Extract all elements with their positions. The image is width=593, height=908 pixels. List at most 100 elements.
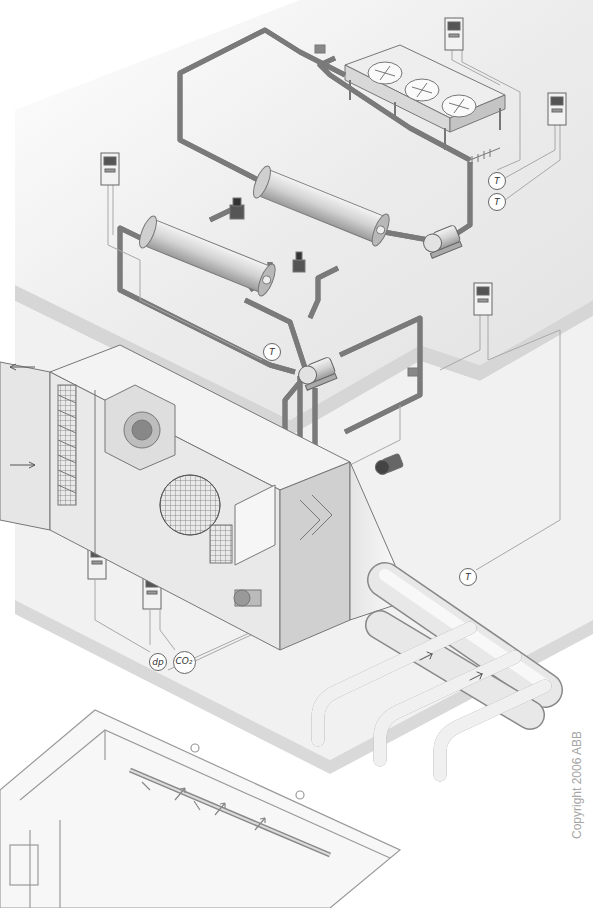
sensor-circle — [460, 569, 477, 586]
sensor-symbol: T — [494, 198, 500, 207]
pump — [373, 453, 403, 476]
sensor-circle — [150, 654, 167, 671]
pump — [421, 225, 463, 260]
lower-room — [104, 730, 105, 760]
lower-room — [142, 782, 265, 830]
heat-exchanger — [143, 219, 274, 294]
pressure-sensor: dp — [149, 653, 167, 671]
sensor-circle — [489, 173, 506, 190]
air-handling-unit — [234, 590, 250, 606]
air-handling-unit — [95, 390, 96, 555]
air-handling-unit — [235, 590, 261, 606]
air-handling-unit — [10, 364, 35, 468]
pump — [296, 225, 463, 477]
valve — [296, 252, 302, 260]
air-handling-unit — [132, 420, 152, 440]
heat-exchanger — [136, 214, 279, 298]
heat-exchanger — [375, 225, 385, 235]
heat-exchanger — [250, 164, 393, 248]
drive — [474, 283, 492, 315]
valve — [408, 368, 418, 376]
valve — [293, 260, 305, 272]
lower-room — [0, 710, 400, 908]
drive — [104, 157, 116, 165]
pump — [296, 357, 338, 392]
lower-room — [130, 770, 330, 855]
sensor-symbol: dp — [152, 658, 163, 667]
heat-exchanger — [136, 214, 160, 250]
drive — [445, 18, 463, 50]
valve — [315, 45, 325, 53]
air-handling-unit — [210, 525, 232, 563]
sensor-symbol: T — [494, 177, 500, 186]
drive — [477, 287, 489, 295]
air-handling-unit — [0, 345, 395, 650]
air-handling-unit — [280, 462, 350, 650]
valve — [230, 205, 244, 219]
lower-room — [191, 744, 199, 752]
duct — [318, 575, 545, 775]
air-handling-unit — [124, 412, 160, 448]
drive — [548, 93, 566, 125]
valve — [233, 198, 241, 206]
air-handling-unit — [58, 385, 76, 505]
sensor-symbol: CO₂ — [176, 657, 193, 666]
drive — [449, 34, 459, 37]
duct — [318, 628, 545, 775]
drive — [101, 153, 119, 185]
lower-room — [59, 820, 60, 908]
condenser — [375, 66, 469, 113]
valve — [230, 45, 418, 376]
air-handling-unit — [58, 395, 76, 493]
heat-exchanger — [255, 262, 279, 298]
drive — [101, 153, 119, 185]
co2-sensor: CO₂ — [173, 651, 196, 674]
sensor-circle — [489, 194, 506, 211]
drive — [105, 169, 115, 172]
duct — [420, 652, 482, 680]
lower-room — [29, 830, 30, 908]
air-handling-unit — [235, 485, 275, 565]
drive — [478, 299, 488, 302]
copyright-note: Copyright 2006 ABB — [571, 731, 583, 839]
heat-exchanger — [369, 212, 393, 248]
drive — [448, 22, 460, 30]
lower-room — [20, 730, 390, 858]
condenser — [345, 45, 505, 164]
heat-exchanger — [136, 45, 418, 376]
air-handling-unit — [50, 372, 280, 650]
heat-exchanger — [257, 169, 388, 244]
drive — [552, 109, 562, 112]
condenser — [350, 80, 500, 150]
lower-room — [296, 791, 304, 799]
pump — [430, 242, 462, 259]
heat-exchanger — [250, 164, 274, 200]
temperature-sensor: T — [459, 568, 477, 586]
temperature-sensor: T — [488, 172, 506, 190]
air-handling-unit — [300, 495, 332, 540]
drive — [551, 97, 563, 105]
condenser — [470, 148, 500, 164]
temperature-sensor: T — [263, 343, 281, 361]
middle-floor — [15, 301, 593, 774]
pump — [305, 374, 337, 391]
lower-room — [130, 770, 330, 855]
drive — [92, 561, 102, 564]
heat-exchanger — [261, 275, 271, 285]
drive — [445, 18, 463, 50]
air-handling-unit — [105, 385, 175, 470]
lower-room — [10, 845, 38, 885]
temperature-sensor: T — [488, 193, 506, 211]
drive — [147, 591, 157, 594]
lower-room — [0, 710, 400, 908]
sensor-circle — [173, 651, 195, 673]
drive — [548, 93, 566, 125]
duct — [318, 628, 545, 775]
air-handling-unit — [0, 362, 50, 530]
sensor-symbol: T — [465, 573, 471, 582]
sensor-symbol: T — [269, 348, 275, 357]
sensor-circle — [264, 344, 281, 361]
